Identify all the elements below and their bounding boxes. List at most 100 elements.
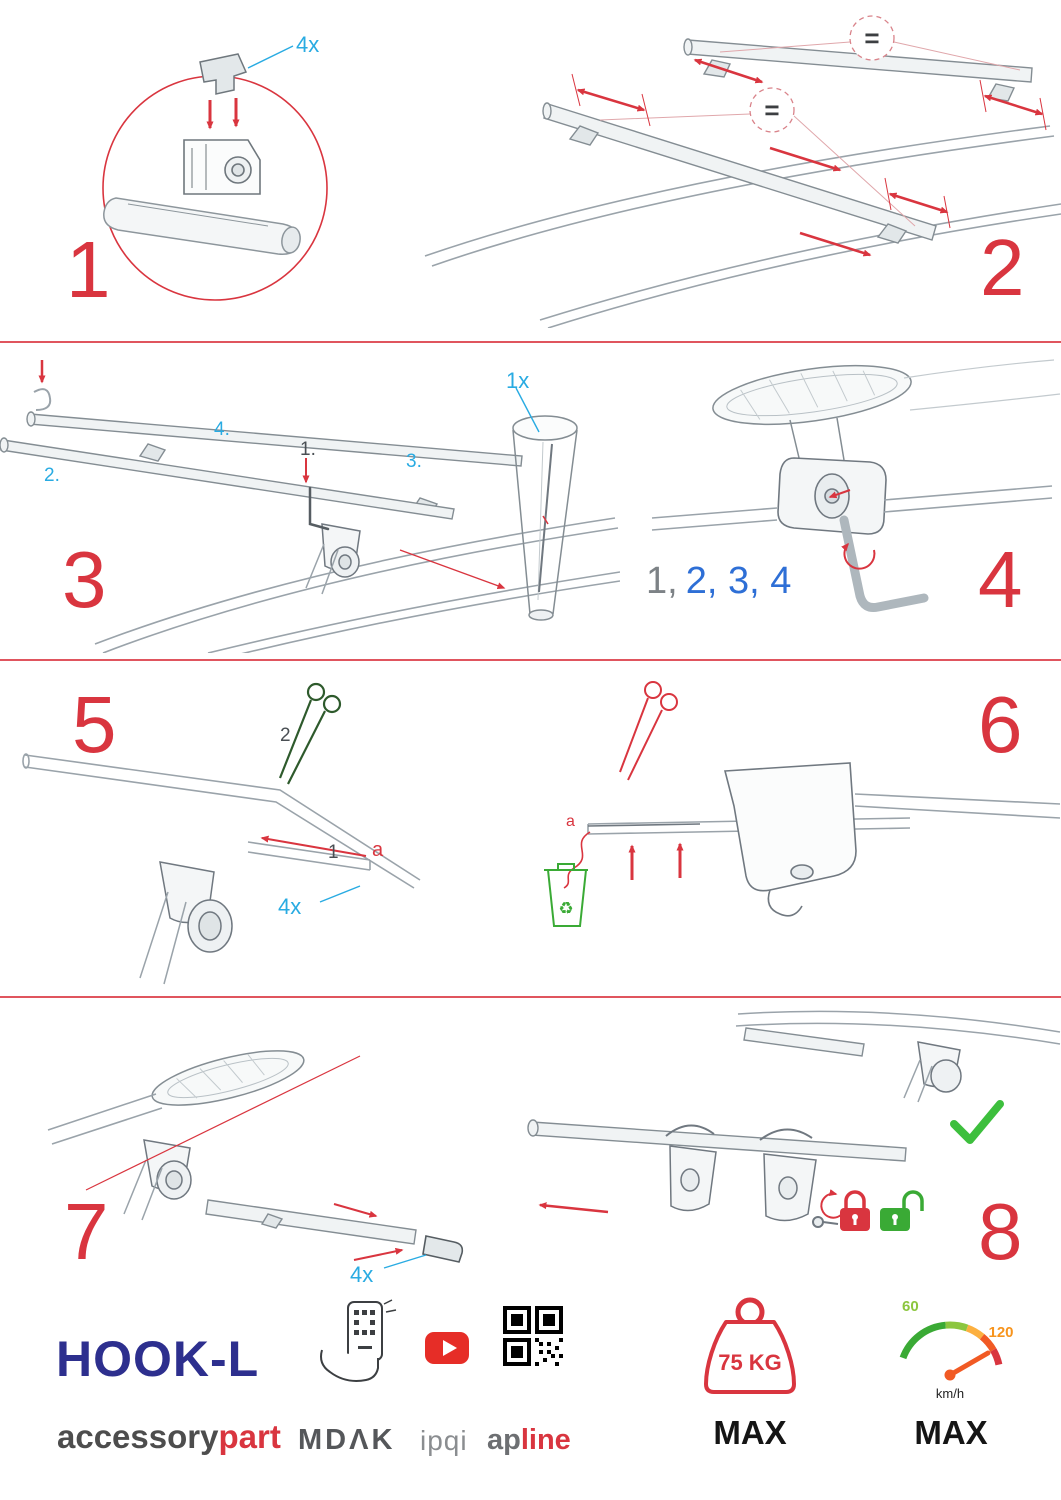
recycle-icon: ♻ <box>558 899 573 918</box>
rotate-arrow <box>841 542 876 570</box>
bar-body <box>47 1093 163 1145</box>
check-icon <box>950 1100 1004 1144</box>
speed-low-label: 60 <box>902 1298 919 1315</box>
mini-bar <box>743 1027 865 1057</box>
lower-bar <box>205 1199 417 1245</box>
clamp-drawing <box>305 523 361 595</box>
logo-ap-red: line <box>520 1424 571 1456</box>
cut-strap-squiggle <box>563 831 591 889</box>
measure-arrows <box>576 58 1044 257</box>
clamp-drawing <box>123 1139 192 1221</box>
clamp-a <box>665 1124 717 1212</box>
step5-label-1: 1 <box>328 842 339 863</box>
funnel-arrow <box>399 549 506 590</box>
step5-illustration <box>22 682 421 985</box>
step8-illustration <box>527 1010 1061 1231</box>
side-rail <box>854 793 1061 819</box>
max-weight-icon: 75 KG <box>704 1297 796 1394</box>
side-rail <box>651 485 1053 531</box>
strap-arrow <box>260 835 367 857</box>
qty-leader-line <box>383 1254 427 1269</box>
allen-key <box>839 515 929 612</box>
logo-ipqi: ipqi <box>420 1425 468 1456</box>
step5-label-a: a <box>372 839 384 861</box>
clamp-b <box>759 1128 817 1222</box>
crossbar-b <box>0 437 455 520</box>
scissors-icon <box>619 681 678 781</box>
youtube-icon <box>425 1332 469 1364</box>
qr-code-icon <box>503 1306 563 1366</box>
bar-extension <box>903 359 1061 411</box>
step4-sequence: 1,2, 3, 4 <box>646 560 791 603</box>
step1-illustration <box>102 45 328 301</box>
speed-high-label: 120 <box>988 1324 1013 1341</box>
brand-wordmark: accessorypart <box>57 1418 281 1456</box>
step7-qty-label: 4x <box>350 1262 374 1287</box>
step-2-number: 2 <box>980 223 1025 312</box>
end-cap <box>422 1235 464 1263</box>
weight-max-label: MAX <box>713 1414 787 1451</box>
bar-end-oval <box>151 1050 305 1106</box>
step1-qty-label: 4x <box>296 32 320 57</box>
speed-max-label: MAX <box>914 1414 988 1451</box>
step-6-number: 6 <box>978 680 1023 769</box>
main-crossbar <box>527 1119 907 1162</box>
sequence-blue: 2, 3, 4 <box>685 560 792 602</box>
roof-rails <box>424 125 1061 328</box>
clamp-drawing <box>183 139 261 195</box>
funnel-tool <box>512 415 578 621</box>
step6-illustration: ♻ <box>544 681 1061 927</box>
step2-illustration: = = <box>424 15 1061 328</box>
step7-illustration <box>47 1050 464 1269</box>
step5-label-2: 2 <box>280 725 291 746</box>
cap-arrow <box>353 1247 404 1261</box>
scissors-icon <box>278 682 342 785</box>
strap-drawing <box>247 841 371 871</box>
equal-sign-mid: = <box>764 95 779 125</box>
strap-curl <box>33 388 52 411</box>
scan-phone-icon <box>320 1299 397 1382</box>
speedometer-needle <box>947 1350 991 1378</box>
equal-circle-top <box>849 15 895 61</box>
guide-line <box>85 1055 361 1191</box>
clamp-drawing <box>139 861 233 985</box>
logo-mdak: MDΛK <box>298 1424 396 1456</box>
step4-illustration <box>651 359 1061 612</box>
sequence-gray: 1, <box>646 560 678 602</box>
insert-piece-drawing <box>199 53 248 95</box>
step3-label-2: 2. <box>44 465 60 486</box>
rotate-arrow <box>820 1189 843 1219</box>
crossbar-drawing <box>103 197 301 255</box>
qty-leader-line <box>247 45 294 69</box>
logo-ap-gray: ap <box>487 1424 521 1456</box>
slide-arrow <box>538 1202 609 1214</box>
bracket-drawing <box>723 762 857 917</box>
step6-label-a: a <box>566 813 575 830</box>
lock-key <box>812 1216 839 1228</box>
weight-value: 75 KG <box>718 1350 782 1375</box>
step3-illustration <box>0 360 620 653</box>
step3-label-1: 1. <box>300 439 316 460</box>
product-name: HOOK-L <box>56 1331 260 1387</box>
step5-qty-label: 4x <box>278 894 302 919</box>
qty-leader-line <box>515 387 540 433</box>
step3-label-3: 3. <box>406 451 422 472</box>
padlock-open-icon <box>880 1190 924 1231</box>
allen-key <box>308 486 330 531</box>
qty-leader-line <box>319 885 361 903</box>
equal-circle-mid <box>749 87 795 133</box>
equal-sign-top: = <box>864 23 879 53</box>
speed-unit-label: km/h <box>936 1386 964 1401</box>
clamp-center-arrow <box>828 489 851 499</box>
speedometer-icon: 60 120 km/h <box>899 1298 1014 1401</box>
section-divider <box>0 659 1061 661</box>
padlock-closed-icon <box>840 1190 870 1231</box>
section-divider <box>0 341 1061 343</box>
step-8-number: 8 <box>978 1187 1023 1276</box>
mini-rails <box>735 1010 1061 1045</box>
cap-arrow <box>333 1203 378 1218</box>
step3-qty-label: 1x <box>506 368 530 393</box>
brand-red: part <box>218 1418 281 1455</box>
logo-apline: apline <box>487 1424 571 1457</box>
